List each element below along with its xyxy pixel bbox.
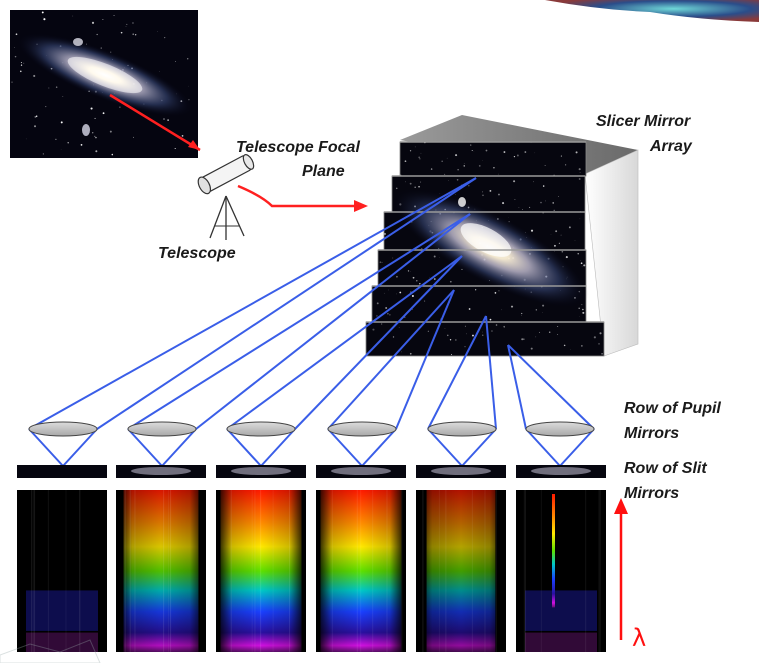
fan-line <box>28 428 64 467</box>
slit-mirror-row <box>17 465 606 478</box>
slit-mirror <box>416 465 506 478</box>
spectrum-5 <box>416 490 506 652</box>
fan-line <box>96 177 477 430</box>
fan-line <box>62 428 98 467</box>
slicer-slice <box>399 141 587 177</box>
spectra-row <box>17 490 606 652</box>
pupil-mirror <box>226 421 296 437</box>
fan-line <box>461 428 497 467</box>
fan-lines <box>28 177 595 467</box>
spectrum-4 <box>316 490 406 652</box>
light-beam-to-focal-plane <box>237 184 368 212</box>
slicer-slice <box>365 321 605 357</box>
light-beam-to-telescope <box>109 93 201 152</box>
pupil-mirror <box>127 421 197 437</box>
fan-line <box>127 213 471 430</box>
slit-mirror <box>516 465 606 478</box>
fan-line <box>226 428 262 467</box>
wavelength-symbol: λ <box>632 624 646 652</box>
fan-line <box>294 255 463 430</box>
fan-line <box>507 344 527 430</box>
fan-line <box>327 428 363 467</box>
fan-line <box>260 428 296 467</box>
fan-line <box>559 428 595 467</box>
slit-mirror <box>17 465 107 478</box>
fan-line <box>427 315 487 430</box>
spectrum-2 <box>116 490 206 652</box>
telescope-icon <box>197 154 255 240</box>
fan-line <box>161 428 197 467</box>
fan-line <box>327 289 455 430</box>
pupil-mirror <box>28 421 98 437</box>
fan-line <box>226 255 463 430</box>
spectrum-3 <box>216 490 306 652</box>
fan-line <box>485 315 497 430</box>
slit-mirror <box>316 465 406 478</box>
fan-line <box>28 177 477 430</box>
fan-line <box>195 213 471 430</box>
pupil-mirrors-label: Row of Pupil <box>624 400 721 417</box>
slit-mirrors-label: Row of Slit <box>624 460 707 477</box>
fan-line <box>525 428 561 467</box>
slit-mirror <box>116 465 206 478</box>
spectrum-6 <box>516 490 606 652</box>
spectrum-1 <box>17 490 107 652</box>
pupil-mirror <box>525 421 595 437</box>
slit-mirrors-label-line2: Mirrors <box>624 485 679 502</box>
slicer-mirror-array <box>365 115 639 357</box>
fan-line <box>395 289 455 430</box>
fan-line <box>507 344 595 430</box>
slicer-mirror-array-label: Slicer Mirror <box>596 113 691 130</box>
telescope-focal-plane-label: Telescope Focal <box>236 139 360 156</box>
fan-line <box>127 428 163 467</box>
pupil-mirrors-label-line2: Mirrors <box>624 425 679 442</box>
fan-line <box>427 428 463 467</box>
galaxy-image <box>10 10 198 158</box>
pupil-mirror <box>327 421 397 437</box>
pupil-mirror <box>427 421 497 437</box>
slicer-mirror-array-label-line2: Array <box>649 138 693 155</box>
fan-line <box>361 428 397 467</box>
slicer-galaxy-image <box>391 188 589 308</box>
telescope-focal-plane-label-line2: Plane <box>302 163 345 180</box>
wavelength-arrow <box>614 498 628 640</box>
telescope-label: Telescope <box>158 245 236 262</box>
corner-artifact-icon <box>0 639 101 663</box>
corner-image-fragment <box>545 0 759 22</box>
slit-mirror <box>216 465 306 478</box>
pupil-mirror-row <box>28 421 595 437</box>
